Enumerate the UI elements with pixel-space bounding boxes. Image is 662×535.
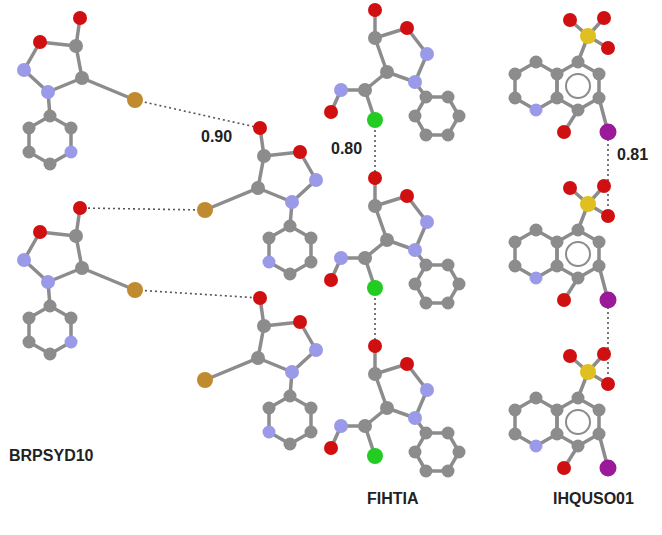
halogen-bond-contacts — [80, 100, 608, 376]
molecule — [509, 11, 617, 141]
molecule — [197, 291, 323, 451]
contact-line — [374, 120, 376, 178]
contact-line — [374, 288, 376, 346]
molecule — [324, 3, 466, 142]
distance-label: 0.80 — [330, 140, 363, 158]
molecule — [17, 201, 143, 361]
distance-label: 0.81 — [616, 146, 649, 164]
molecule — [509, 179, 617, 309]
distance-label: 0.90 — [200, 128, 233, 146]
contact-line — [80, 208, 205, 210]
contact-line — [135, 290, 260, 298]
structure-code: FIHTIA — [366, 490, 420, 508]
molecule — [17, 11, 143, 171]
molecule — [324, 171, 466, 310]
structure-code: IHQUSO01 — [552, 490, 635, 508]
molecule — [509, 347, 617, 477]
contact-line — [135, 100, 260, 128]
molecule — [197, 121, 323, 281]
molecule — [324, 339, 466, 478]
structure-code: BRPSYD10 — [8, 447, 94, 465]
